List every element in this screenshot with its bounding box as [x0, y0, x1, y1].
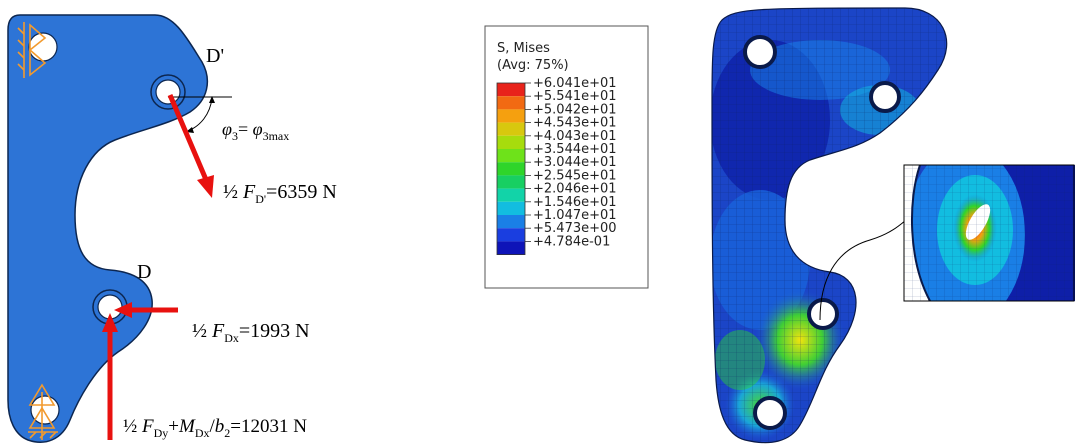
label-d-prime: D': [206, 45, 224, 67]
force-label-fdy: ½ FDy+MDx/b2=12031 N: [123, 416, 307, 440]
legend-band-9: [497, 201, 525, 215]
fe-hole-d-prime: [869, 81, 901, 113]
legend-label-7: +2.545e+01: [533, 168, 617, 183]
legend-title-line1: S, Mises: [497, 41, 550, 56]
legend-label-2: +5.042e+01: [533, 102, 617, 117]
legend-band-7: [497, 175, 525, 189]
constraint-symbol-bottom: [28, 383, 58, 440]
legend-label-8: +2.046e+01: [533, 182, 617, 197]
legend-label-5: +3.544e+01: [533, 142, 617, 157]
legend-band-1: [497, 96, 525, 110]
legend-band-8: [497, 188, 525, 202]
legend-label-3: +4.543e+01: [533, 116, 617, 131]
zoom-callout-line: [819, 219, 907, 321]
bracket-body: [7, 14, 209, 443]
fe-hole-bottom-left: [753, 396, 787, 430]
force-label-fd: ½ FD'=6359 N: [223, 181, 337, 206]
fe-hole-d: [807, 298, 839, 330]
fe-part-outline: [711, 7, 948, 444]
legend-band-11: [497, 228, 525, 242]
legend-label-10: +1.047e+01: [533, 208, 617, 223]
legend-band-6: [497, 162, 525, 176]
bracket-hole-d-prime: [155, 79, 181, 105]
constraint-symbol-top: [17, 22, 47, 78]
legend-band-4: [497, 135, 525, 149]
legend-label-0: +6.041e+01: [533, 76, 617, 91]
force-arrow-fd: [167, 94, 214, 198]
legend-label-9: +1.546e+01: [533, 195, 617, 210]
legend-band-3: [497, 122, 525, 136]
legend-band-12: [497, 241, 525, 255]
force-arrow-fdy: [102, 313, 118, 440]
bracket-hole-d-prime-ring: [150, 74, 186, 110]
angle-label: φ3= φ3max: [222, 119, 289, 143]
left-bracket-diagram: D' D φ3= φ3max ½ FD'=6359 N ½ FDx=1993 N…: [7, 14, 337, 443]
legend-label-11: +5.473e+00: [533, 221, 617, 236]
legend-band-2: [497, 109, 525, 123]
legend-bar-frame: [496, 82, 526, 256]
legend-band-10: [497, 215, 525, 229]
legend-band-5: [497, 149, 525, 163]
label-d: D: [137, 261, 151, 283]
fe-hole-top-left: [743, 35, 777, 69]
zoom-inset-frame: [903, 164, 1075, 302]
legend-label-6: +3.044e+01: [533, 155, 617, 170]
angle-arrow-head-1: [209, 96, 215, 103]
legend-value-labels: +6.041e+01+5.541e+01+5.042e+01+4.543e+01…: [525, 76, 617, 249]
zoom-inset: [903, 164, 1075, 302]
force-arrow-fdx: [114, 302, 178, 318]
legend-color-bands: [496, 82, 526, 256]
legend-label-12: +4.784e-01: [533, 234, 610, 249]
legend-label-4: +4.043e+01: [533, 129, 617, 144]
force-label-fdx: ½ FDx=1993 N: [192, 320, 310, 345]
legend-band-0: [497, 83, 525, 97]
legend-title-line2: (Avg: 75%): [497, 58, 569, 73]
legend-label-1: +5.541e+01: [533, 89, 617, 104]
stress-legend: S, Mises (Avg: 75%) +6.041e+01+5.541e+01…: [484, 25, 649, 289]
